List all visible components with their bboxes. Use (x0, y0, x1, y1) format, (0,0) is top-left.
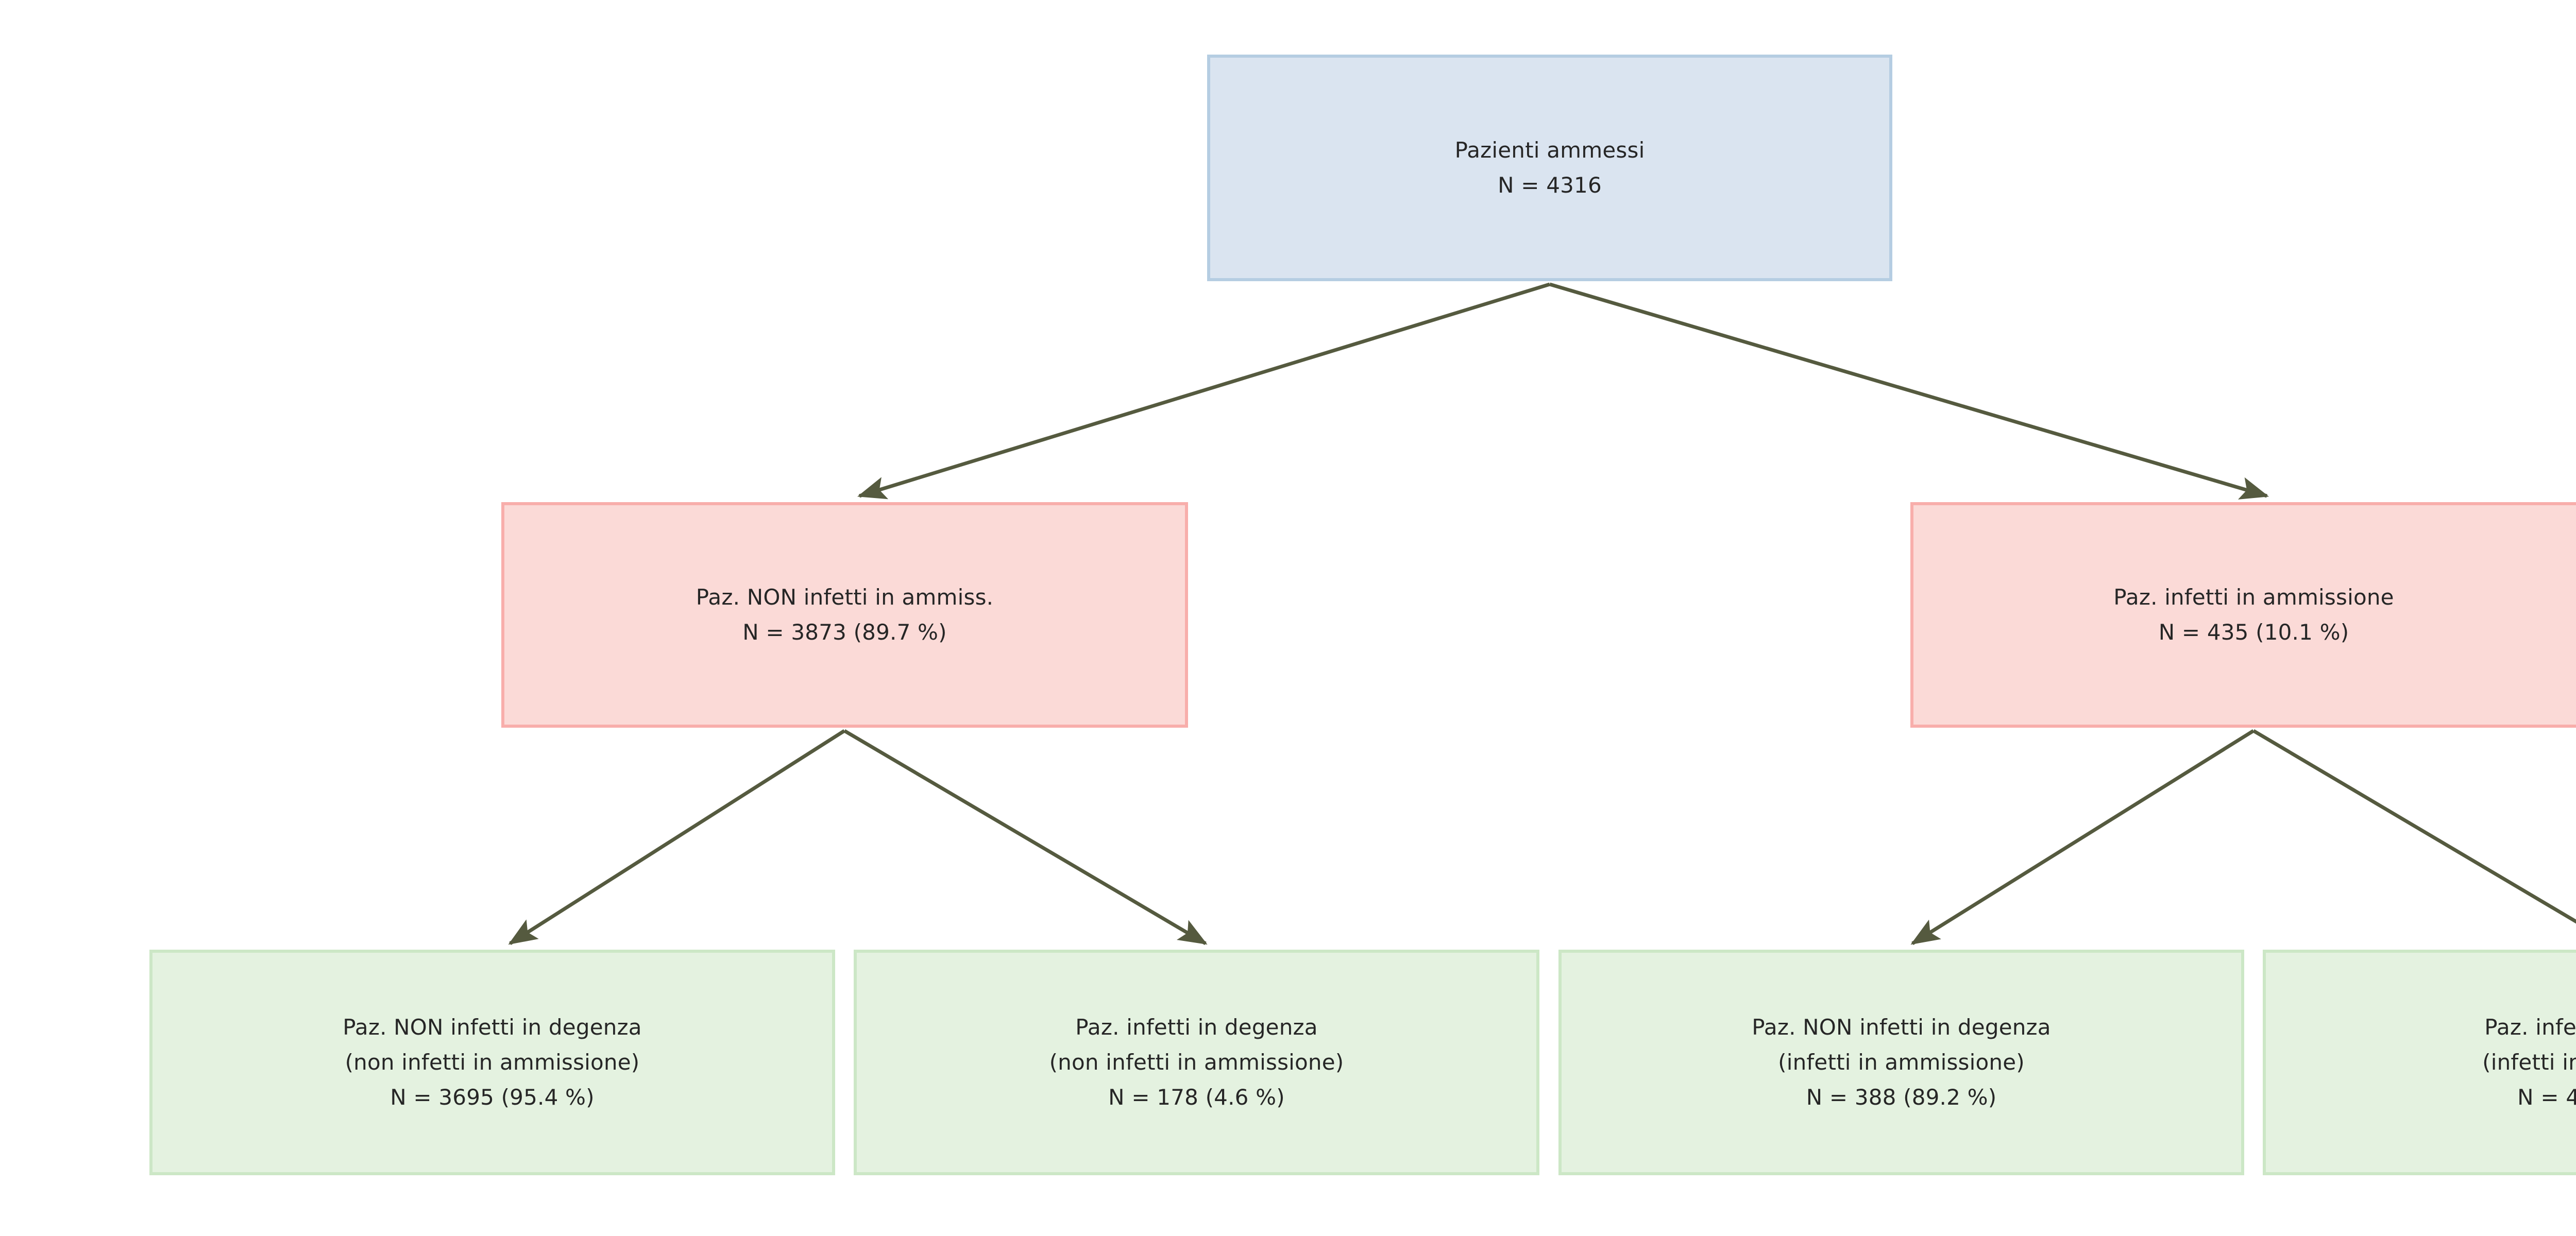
node-count: N = 388 (89.2 %) (1806, 1085, 1997, 1110)
edge-root-to-infetti-ammissione (1549, 282, 2269, 500)
node-count: N = 47 (10.8 %) (2517, 1085, 2576, 1110)
node-paz-non-infetti-in-ammissione[interactable]: Paz. NON infetti in ammiss. N = 3873 (89… (501, 502, 1188, 728)
node-sublabel: (non infetti in ammissione) (1049, 1049, 1344, 1075)
node-label: Paz. NON infetti in ammiss. (696, 584, 994, 610)
node-paz-infetti-in-ammissione[interactable]: Paz. infetti in ammissione N = 435 (10.1… (1910, 502, 2576, 728)
node-count: N = 3873 (89.7 %) (742, 620, 947, 645)
edge-infetti-ammissione-to-green-3 (1910, 729, 2255, 945)
node-label: Paz. NON infetti in degenza (1752, 1014, 2051, 1040)
node-label: Paz. infetti in degenza (2484, 1014, 2576, 1040)
node-label: Paz. infetti in degenza (1075, 1014, 1318, 1040)
edge-infetti-ammissione-to-green-4 (2252, 729, 2576, 924)
node-paz-infetti-in-degenza-non-infetti-ammissione[interactable]: Paz. infetti in degenza (non infetti in … (854, 950, 1539, 1175)
node-paz-non-infetti-in-degenza-non-infetti-ammissione[interactable]: Paz. NON infetti in degenza (non infetti… (149, 950, 835, 1175)
node-count: N = 3695 (95.4 %) (390, 1085, 595, 1110)
node-count: N = 435 (10.1 %) (2158, 620, 2349, 645)
node-label: Paz. infetti in ammissione (2113, 584, 2394, 610)
node-sublabel: (infetti in ammissione) (2482, 1049, 2576, 1075)
node-label: Pazienti ammessi (1454, 137, 1645, 163)
edge-root-to-non-infetti-ammissione (857, 282, 1551, 500)
node-count: N = 4316 (1498, 173, 1602, 198)
node-sublabel: (non infetti in ammissione) (345, 1049, 640, 1075)
node-pazienti-ammessi[interactable]: Pazienti ammessi N = 4316 (1207, 55, 1892, 281)
node-paz-infetti-in-degenza-infetti-ammissione[interactable]: Paz. infetti in degenza (infetti in ammi… (2263, 950, 2576, 1175)
node-paz-non-infetti-in-degenza-infetti-ammissione[interactable]: Paz. NON infetti in degenza (infetti in … (1558, 950, 2244, 1175)
edge-non-infetti-ammissione-to-green-1 (508, 729, 845, 945)
node-count: N = 178 (4.6 %) (1108, 1085, 1285, 1110)
edge-non-infetti-ammissione-to-green-2 (843, 729, 1208, 946)
node-sublabel: (infetti in ammissione) (1778, 1049, 2025, 1075)
node-label: Paz. NON infetti in degenza (343, 1014, 642, 1040)
